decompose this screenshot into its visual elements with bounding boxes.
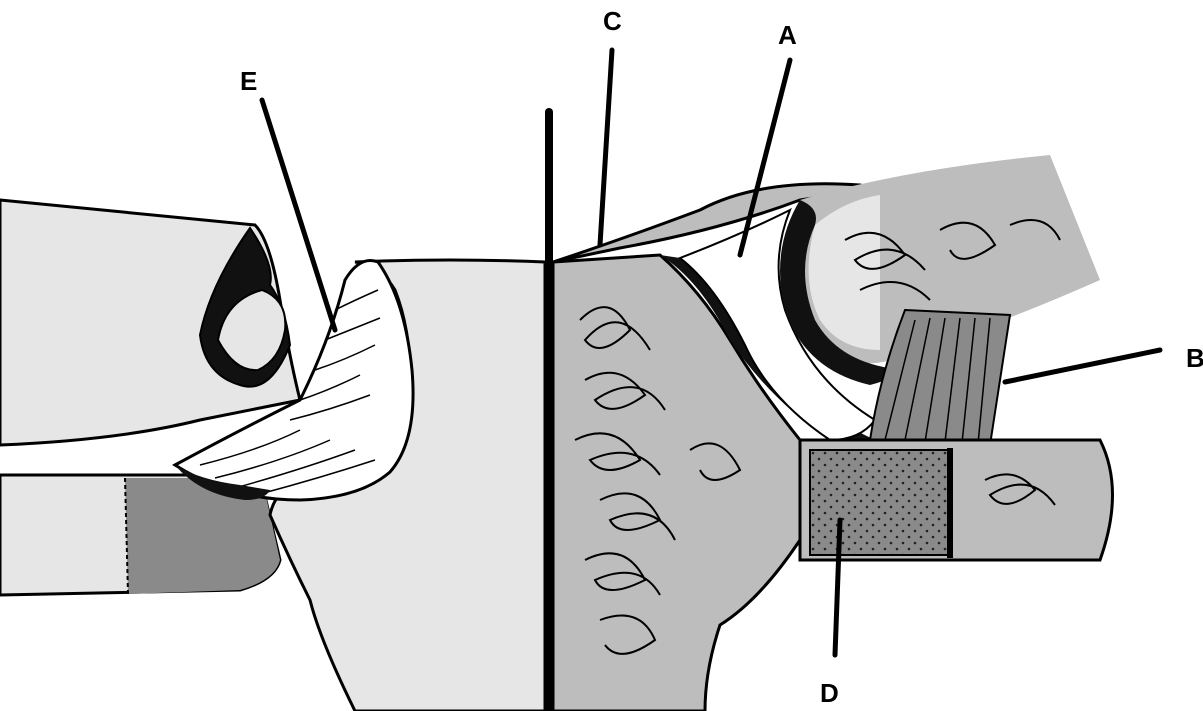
label-c: C	[603, 8, 622, 34]
dotted-block	[810, 450, 950, 555]
label-d: D	[820, 680, 839, 706]
leader-line-c	[600, 50, 612, 245]
label-a: A	[778, 22, 797, 48]
label-e: E	[240, 68, 257, 94]
leader-line-b	[1005, 350, 1160, 382]
label-b: B	[1186, 345, 1203, 371]
